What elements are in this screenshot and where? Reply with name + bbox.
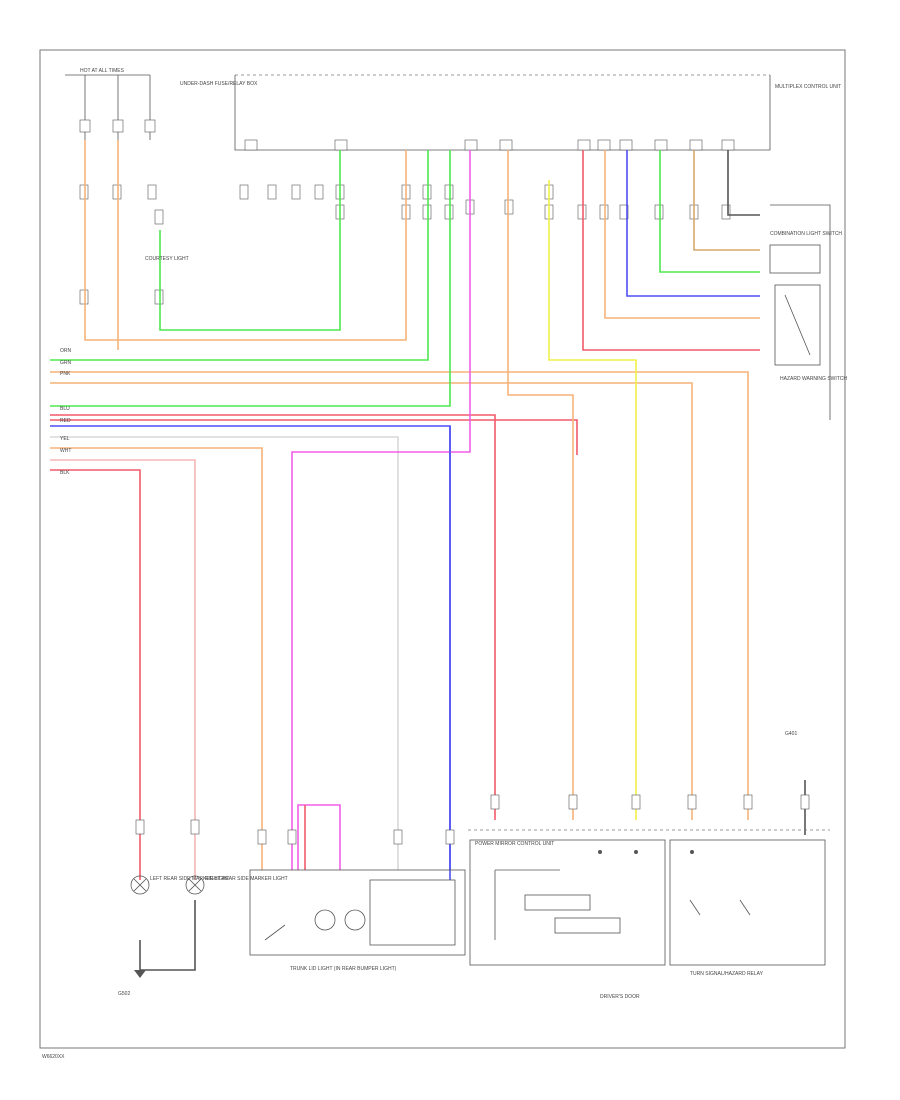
footer-code: W6620XX xyxy=(42,1054,65,1060)
wire-black-1 xyxy=(727,150,760,216)
label-ground-g401: G401 xyxy=(785,731,797,737)
fuse-relay-box xyxy=(234,74,771,151)
wire-green-4 xyxy=(659,150,760,273)
label-combination-switch: COMBINATION LIGHT SWITCH xyxy=(770,231,842,237)
wire-pink-3 xyxy=(297,804,341,870)
wire-blue-3 xyxy=(626,150,760,297)
label-multiplex: MULTIPLEX CONTROL UNIT xyxy=(775,84,841,90)
label-hazard-switch: HAZARD WARNING SWITCH xyxy=(780,376,847,382)
wire-red-2 xyxy=(50,419,578,455)
label-driver-door: DRIVER'S DOOR xyxy=(600,994,640,1000)
label-right-lamp: RIGHT REAR SIDE MARKER LIGHT xyxy=(205,876,288,882)
label-wire-wht: WHT xyxy=(60,448,71,454)
label-wire-pnk: PNK xyxy=(60,371,71,377)
combination-switch xyxy=(769,204,831,420)
label-turn-relay: TURN SIGNAL/HAZARD RELAY xyxy=(690,971,764,977)
wire-green-2 xyxy=(50,150,429,361)
wire-green-3 xyxy=(50,150,451,407)
wire-tan-2 xyxy=(693,150,760,251)
label-courtesy-light: COURTESY LIGHT xyxy=(145,256,189,262)
label-hot-at-all-times: HOT AT ALL TIMES xyxy=(80,68,125,74)
multiplex-control-block xyxy=(468,829,830,966)
wire-orange-5 xyxy=(507,150,574,820)
upper-connectors xyxy=(79,184,731,305)
wire-red-4 xyxy=(582,150,760,351)
wire-pink-2 xyxy=(50,459,196,880)
wire-red-3 xyxy=(50,469,141,880)
power-mirror-unit xyxy=(249,869,466,956)
label-ground-g502: G502 xyxy=(118,991,130,997)
label-wire-blk: BLK xyxy=(60,470,70,476)
label-power-mirror: POWER MIRROR CONTROL UNIT xyxy=(475,841,554,847)
lower-connectors xyxy=(135,794,810,845)
label-wire-grn: GRN xyxy=(60,360,72,366)
wire-blue-1 xyxy=(50,425,451,870)
wire-orange-3 xyxy=(50,371,749,820)
wire-orange-4 xyxy=(50,447,263,870)
label-wire-yel: YEL xyxy=(60,436,70,442)
wire-tan-1 xyxy=(50,382,693,820)
wire-black-3 xyxy=(139,900,196,971)
label-wire-red: RED xyxy=(60,418,71,424)
rear-side-marker-lights xyxy=(130,875,205,978)
label-trunk-light: TRUNK LID LIGHT (IN REAR BUMPER LIGHT) xyxy=(290,966,397,972)
wire-pink-1 xyxy=(291,150,471,870)
fuse-block xyxy=(65,74,156,140)
wire-orange-1 xyxy=(84,140,407,341)
wire-orange-6 xyxy=(604,150,760,319)
wire-green-1 xyxy=(159,150,341,331)
label-wire-blu: BLU xyxy=(60,406,70,412)
label-left-lamp: LEFT REAR SIDE MARKER LIGHT xyxy=(150,876,229,882)
wire-yellow-1 xyxy=(548,180,637,820)
wire-white-1 xyxy=(50,436,399,870)
diagram-border xyxy=(39,49,846,1049)
wire-red-1 xyxy=(50,414,496,820)
label-wire-orn: ORN xyxy=(60,348,72,354)
label-underdash-box: UNDER-DASH FUSE/RELAY BOX xyxy=(180,81,258,87)
